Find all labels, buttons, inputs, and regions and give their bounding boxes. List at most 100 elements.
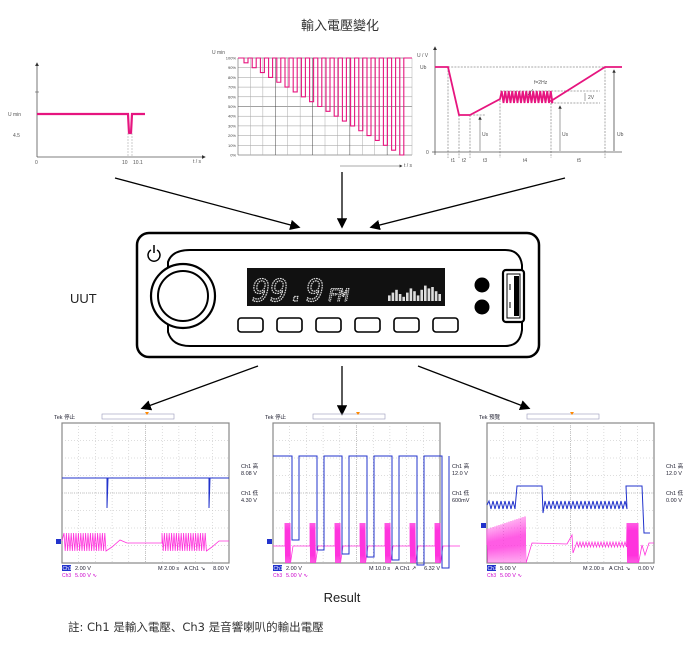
eq-bar [391, 292, 395, 301]
scope-status: Tek 停止 [265, 413, 287, 421]
ch3-label: Ch3 [487, 573, 496, 579]
label-xunit-2: t / s [404, 163, 413, 169]
timebase: M 2.00 s [583, 566, 604, 572]
ch3-waveform [273, 522, 460, 564]
button-dot-top[interactable] [474, 277, 490, 293]
label-t5: t5 [577, 158, 581, 164]
eq-bar [406, 292, 409, 301]
trigger-setting: A Ch1 ↘ [184, 566, 205, 572]
button-dot-bottom[interactable] [474, 299, 490, 315]
chart-voltage-profile: U / V Ub 0 f=2Hz 2V Us Us Ub t1 t2 t3 t4… [417, 46, 624, 164]
ch3-scale: 5.00 V ∿ [286, 573, 308, 579]
preset-button-2[interactable] [276, 317, 303, 333]
ytick-label: 20% [228, 133, 236, 138]
trigger-level: 8.00 V [213, 566, 229, 572]
ch3-label: Ch3 [273, 573, 282, 579]
ytick-label: 100% [226, 56, 237, 61]
ch3-label: Ch3 [62, 573, 71, 579]
label-freq: f=2Hz [534, 80, 548, 86]
eq-bar [424, 285, 427, 301]
trigger-setting: A Ch1 ↗ [395, 566, 416, 572]
ch1-marker [56, 539, 61, 544]
label-us-1: Us [482, 132, 489, 138]
label-t4: t4 [523, 158, 527, 164]
uut-label: UUT [70, 291, 97, 306]
diagram-title: 輸入電壓變化 [301, 18, 379, 34]
ch3-waveform [61, 532, 229, 552]
ytick-label: 0% [230, 153, 236, 158]
ytick-label: 10% [228, 143, 236, 148]
eq-bar [434, 291, 438, 301]
display-frequency: 99.9 [252, 274, 324, 309]
ch3-scale: 5.00 V ∿ [75, 573, 97, 579]
chart-voltage-steps: U min 100%90%80%70%60%50%40%30%20%10%0% … [212, 50, 413, 169]
preset-button-4[interactable] [354, 317, 381, 333]
eq-bar [420, 289, 423, 301]
timebase: M 2.00 s [158, 566, 179, 572]
ytick-label: 40% [228, 114, 236, 119]
ch1-low-value: 600mV [452, 498, 470, 504]
ch1-high-label: Ch1 高 [666, 462, 684, 470]
label-zero: 0 [426, 150, 429, 156]
label-x10: 10 [122, 160, 128, 166]
result-label: Result [324, 590, 361, 605]
eq-bar [438, 294, 441, 301]
trigger-level: 0.00 V [638, 566, 654, 572]
equalizer-bars [388, 285, 441, 301]
label-xunit: t / s [193, 159, 202, 165]
ch1-label: Ch1 [488, 566, 497, 572]
eq-bar [395, 289, 398, 301]
label-umin: U min [8, 112, 21, 118]
preset-button-3[interactable] [315, 317, 342, 333]
label-x10-1: 10.1 [133, 160, 143, 166]
label-us-2: Us [562, 132, 569, 138]
ch1-high-label: Ch1 高 [452, 462, 470, 470]
preset-button-6[interactable] [432, 317, 459, 333]
ch3-scale: 5.00 V ∿ [500, 573, 522, 579]
label-x0: 0 [35, 160, 38, 166]
eq-bar [409, 288, 413, 301]
ytick-label: 90% [228, 65, 236, 70]
display-band: FM [328, 286, 349, 306]
ch1-low-label: Ch1 低 [666, 489, 684, 497]
trigger-level: 6.32 V [424, 566, 440, 572]
ch1-high-value: 12.0 V [452, 471, 468, 477]
eq-bar [416, 295, 420, 301]
car-radio-device: 99.9 FM [135, 231, 541, 359]
ch1-high-value: 12.0 V [666, 471, 682, 477]
usb-icon[interactable] [501, 268, 526, 324]
eq-bar [388, 295, 391, 301]
timebase: M 10.0 s [369, 566, 390, 572]
output-arrows [140, 365, 531, 416]
ytick-label: 80% [228, 75, 236, 80]
preset-button-5[interactable] [393, 317, 420, 333]
label-ub: Ub [420, 65, 427, 71]
ch1-low-value: 4.30 V [241, 498, 257, 504]
ch1-marker [481, 523, 486, 528]
label-ub-2: Ub [617, 132, 624, 138]
ytick-label: 50% [228, 104, 236, 109]
trigger-setting: A Ch1 ↘ [609, 566, 630, 572]
ch1-high-value: 8.08 V [241, 471, 257, 477]
ch1-label: Ch1 [274, 566, 283, 572]
ch1-waveform [486, 485, 650, 534]
ch1-high-label: Ch1 高 [241, 462, 259, 470]
ytick-label: 60% [228, 94, 236, 99]
ytick-label: 30% [228, 123, 236, 128]
power-icon[interactable] [147, 245, 161, 262]
eq-bar [398, 294, 402, 301]
ch3-waveform [486, 516, 654, 564]
ch1-low-label: Ch1 低 [452, 489, 470, 497]
eq-bar [413, 291, 416, 301]
ch1-scale: 5.00 V [500, 566, 516, 572]
label-umin-2: U min [212, 50, 225, 56]
preset-button-1[interactable] [237, 317, 264, 333]
label-4-5: 4.5 [13, 133, 20, 139]
ch1-scale: 2.00 V [75, 566, 91, 572]
ch1-label: Ch1 [63, 566, 72, 572]
label-uv: U / V [417, 53, 429, 59]
